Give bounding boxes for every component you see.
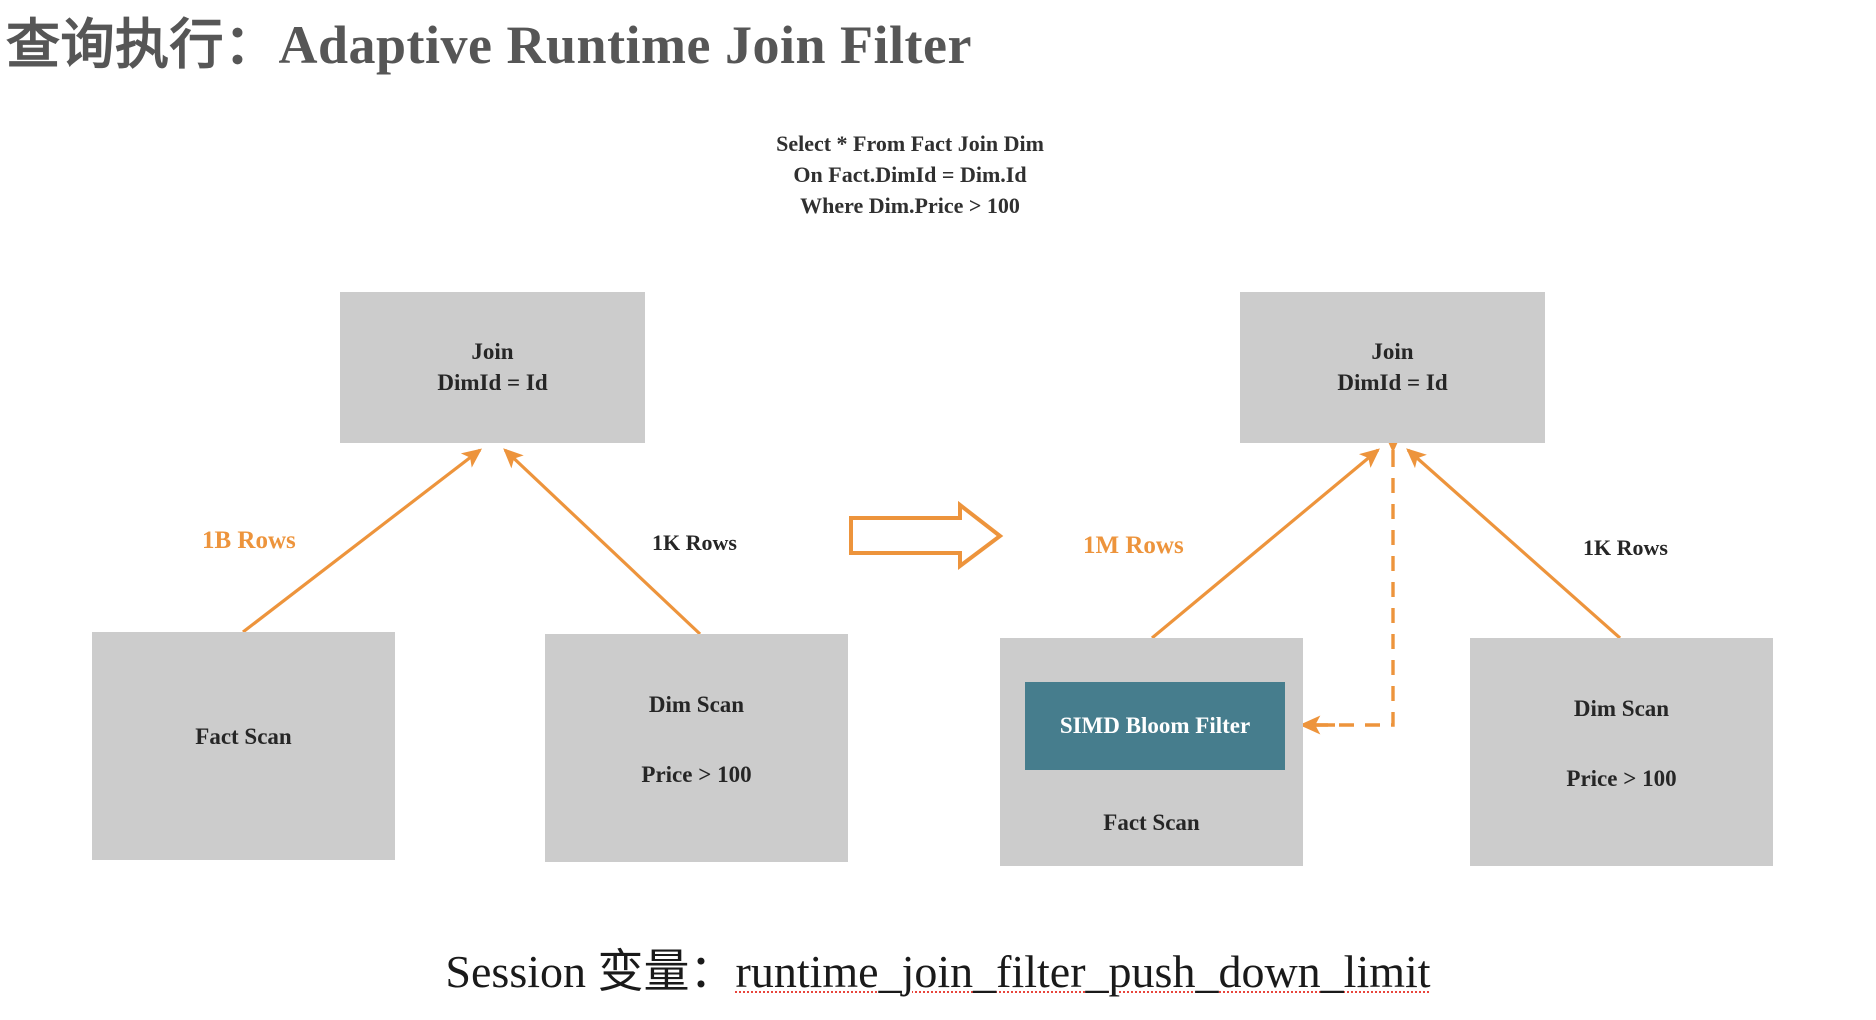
page-title: 查询执行：Adaptive Runtime Join Filter [6, 15, 972, 75]
node-fact-scan-left[interactable]: Fact Scan [92, 632, 395, 860]
row-count-label-fact-right: 1M Rows [1083, 532, 1184, 559]
footer-variable-name: runtime_join_filter_push_down_limit [735, 946, 1431, 997]
node-dim-scan-left[interactable]: Dim Scan Price > 100 [545, 634, 848, 862]
dim-scan-right-predicate: Price > 100 [1566, 766, 1677, 791]
sql-query-block: Select * From Fact Join Dim On Fact.DimI… [620, 128, 1200, 222]
sql-line-2: On Fact.DimId = Dim.Id [793, 162, 1027, 188]
dim-scan-right-label: Dim Scan [1573, 696, 1670, 721]
fact-scan-right-label: Fact Scan [1103, 810, 1200, 835]
row-count-label-fact-left: 1B Rows [202, 527, 296, 554]
dim-scan-left-label: Dim Scan [648, 692, 745, 717]
node-join-right[interactable]: Join DimId = Id [1240, 292, 1545, 443]
node-fact-scan-right[interactable]: SIMD Bloom Filter Fact Scan [1000, 638, 1303, 866]
footer-session-variable: Session 变量：runtime_join_filter_push_down… [0, 935, 1876, 1001]
join-left-line-2: DimId = Id [437, 369, 548, 395]
row-count-label-dim-left: 1K Rows [652, 530, 737, 555]
block-arrow-right-icon [849, 500, 1004, 570]
edge-fact-to-join-right [1150, 448, 1380, 640]
join-right-line-1: Join [1371, 338, 1414, 364]
edge-runtime-filter-pushdown [1310, 452, 1395, 727]
dim-scan-left-predicate: Price > 100 [641, 762, 752, 787]
join-left-line-1: Join [471, 338, 514, 364]
row-count-label-dim-right: 1K Rows [1583, 535, 1668, 560]
footer-prefix: Session 变量： [445, 946, 736, 997]
node-simd-bloom-filter[interactable]: SIMD Bloom Filter [1025, 682, 1285, 770]
fact-scan-left-label: Fact Scan [195, 724, 292, 749]
simd-bloom-filter-label: SIMD Bloom Filter [1059, 713, 1251, 738]
join-right-line-2: DimId = Id [1337, 369, 1448, 395]
sql-line-1: Select * From Fact Join Dim [776, 131, 1044, 156]
sql-line-3: Where Dim.Price > 100 [800, 193, 1020, 219]
node-dim-scan-right[interactable]: Dim Scan Price > 100 [1470, 638, 1773, 866]
node-join-left[interactable]: Join DimId = Id [340, 292, 645, 443]
